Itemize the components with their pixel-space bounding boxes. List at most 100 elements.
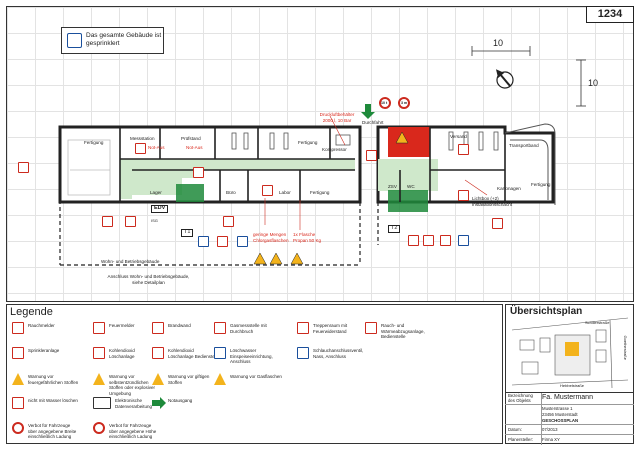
legend-symbol-icon	[12, 397, 24, 409]
note-flasche: 1x Flasche Propan 50 Kg	[293, 232, 322, 243]
legend-item-label: Notausgang	[168, 398, 193, 403]
room-buero: Büro	[226, 190, 236, 195]
legend-item-label: Warnung vor giftigen Stoffen	[168, 374, 210, 385]
legend-item-label: nicht mit Wasser löschen	[28, 398, 78, 403]
corridor-vertical	[120, 159, 132, 199]
escape-zone-right	[388, 190, 428, 212]
overview-frame	[505, 304, 634, 444]
legend-symbol-icon	[152, 373, 164, 385]
north-arrow	[496, 69, 514, 89]
room-versand: Versand	[450, 134, 467, 139]
legend-item-label: Feuermelder	[109, 323, 135, 328]
water-feed-symbol	[237, 236, 248, 247]
racks-right	[448, 131, 499, 151]
room-fertigung-left: Fertigung	[84, 140, 104, 145]
scale-bar-top	[471, 46, 531, 56]
fire-detector-symbol	[193, 167, 204, 178]
label-isg: ISG	[151, 218, 158, 223]
info-planer-key: Planersteller:	[508, 437, 534, 442]
room-fertigung-mid: Fertigung	[298, 140, 318, 145]
legend-symbol-icon	[214, 347, 226, 359]
info-address-line1: Musterstrasse 1	[542, 406, 573, 411]
info-separator	[541, 393, 542, 445]
legend-item-label: Rauch- und Wärmeabzugsanlage, Bedienstel…	[381, 323, 425, 339]
legend-item-label: Verbot für Fahrzeuge über angegebene Bre…	[28, 423, 77, 439]
label-durchfahrt: Durchfahrt	[362, 120, 384, 125]
label-edv: EDV	[151, 205, 169, 213]
legend-symbol-icon	[93, 347, 105, 359]
water-feed-symbol	[458, 235, 469, 246]
legend-symbol-icon	[365, 322, 377, 334]
plan-number: 1234	[586, 6, 634, 23]
fire-detector-symbol	[492, 218, 503, 229]
label-t2: T2	[388, 225, 401, 233]
overview-street-bottom: Hebbelstraße	[560, 383, 585, 388]
legend-item-label: Treppenraum mit Feuerwiderstand	[313, 323, 348, 334]
legend-symbol-icon	[12, 422, 24, 434]
leader-lines	[264, 115, 488, 230]
escape-zone-left	[176, 184, 204, 202]
legend-symbol-icon	[297, 322, 309, 334]
legend-item-label: Elektronische Datenverarbeitung	[115, 398, 153, 409]
fire-detector-symbol	[102, 216, 113, 227]
legend-symbol-icon	[93, 373, 105, 385]
info-date-value: 07/2013	[542, 427, 558, 432]
note-druckluft: Druckluftbehälter 2000 l, 10 Bar	[319, 112, 355, 123]
legend-symbol-icon	[152, 397, 166, 409]
info-row-date: Datum: 07/2013	[505, 425, 634, 435]
legend-symbol-icon	[93, 422, 105, 434]
legend-item-label: Schlauchanschlussventil, Nass, Anschluss	[313, 348, 364, 359]
fire-detector-symbol	[366, 150, 377, 161]
room-zsv: ZSV	[388, 184, 397, 189]
scale-bar-right	[576, 59, 586, 107]
room-transportband: Transportband	[509, 143, 539, 148]
legend-item-label: Warnung vor Gasflaschen	[230, 374, 282, 379]
exit-arrow-top	[361, 104, 375, 119]
legend-symbol-icon	[152, 322, 164, 334]
legend-symbol-icon	[12, 373, 24, 385]
overview-street-top: Schillerstraße	[585, 320, 610, 325]
fire-detector-symbol	[18, 162, 29, 173]
legend-symbol-icon	[12, 322, 24, 334]
sprinkler-note-text: Das gesamte Gebäude ist gesprinklert	[86, 32, 162, 47]
plan-frame	[6, 6, 634, 302]
room-fertigung-mid2: Fertigung	[310, 190, 330, 195]
overview-title: Übersichtsplan	[510, 306, 583, 317]
legend-title: Legende	[10, 306, 53, 318]
overview-map-drawing	[511, 317, 629, 389]
info-plan-type: GESCHOSSPLAN	[542, 418, 579, 423]
legend-symbol-icon	[93, 397, 111, 409]
fire-detector-symbol	[458, 190, 469, 201]
fire-detector-symbol	[408, 235, 419, 246]
sprinkler-icon	[67, 33, 82, 48]
label-notaus-2: Not-Aus	[186, 145, 203, 150]
room-messstation: Messstation	[130, 136, 155, 141]
corridor-right	[378, 159, 438, 191]
conveyor	[510, 139, 549, 200]
room-wc: WC	[407, 184, 415, 189]
fire-detector-symbol	[423, 235, 434, 246]
info-object-key: Bezeichnung des Objekts	[508, 393, 533, 403]
legend-symbol-icon	[152, 347, 164, 359]
room-kartonagen: Kartonagen	[497, 186, 521, 191]
info-planer-value: Firma XY	[542, 437, 560, 442]
fire-detector-symbol	[217, 236, 228, 247]
interior-walls-right	[399, 127, 506, 202]
sign-3m: 3 m	[401, 101, 408, 105]
fire-detector-symbol	[125, 216, 136, 227]
legend-item-label: Kohlendioxid Löschanlage Bedienstelle	[168, 348, 220, 359]
fire-detector-symbol	[440, 235, 451, 246]
overview-street-right: Goethestraße	[622, 335, 628, 360]
legend-frame	[6, 304, 503, 444]
water-feed-symbol	[198, 236, 209, 247]
sign-10t: 10 t	[381, 101, 388, 105]
legend-item-label: Warnung vor feuergefährlichen Stoffen	[28, 374, 79, 385]
legend-item-label: Rauchmelder	[28, 323, 55, 328]
fire-detector-symbol	[458, 144, 469, 155]
annex-dashed	[59, 200, 379, 266]
note-wohn: Wohn- und Betriebsgebäude	[101, 259, 160, 264]
red-room	[388, 127, 430, 157]
legend-symbol-icon	[297, 347, 309, 359]
room-lager: Lager	[150, 190, 162, 195]
legend-item-label: Warnung vor selbstentzündlichen Stoffen …	[109, 374, 155, 396]
